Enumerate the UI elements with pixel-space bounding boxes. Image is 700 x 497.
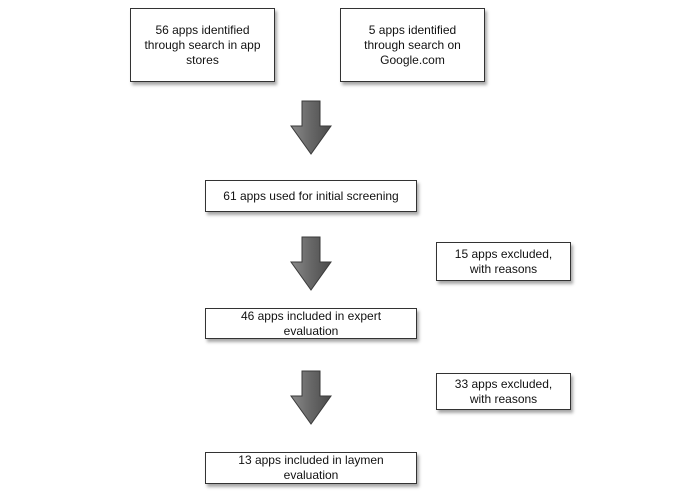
excluded-first-box: 15 apps excluded, with reasons	[436, 242, 571, 281]
source-app-stores-text: 56 apps identified through search in app…	[144, 22, 261, 67]
screening-box: 61 apps used for initial screening	[205, 180, 417, 212]
excluded-first-text: 15 apps excluded, with reasons	[454, 246, 553, 276]
screening-text: 61 apps used for initial screening	[223, 188, 399, 203]
source-google-text: 5 apps identified through search on Goog…	[364, 22, 461, 67]
source-google-box: 5 apps identified through search on Goog…	[340, 8, 485, 82]
expert-evaluation-text: 46 apps included in expert evaluation	[240, 308, 382, 338]
expert-evaluation-box: 46 apps included in expert evaluation	[205, 308, 417, 339]
arrow-down-1	[290, 100, 332, 155]
source-app-stores-box: 56 apps identified through search in app…	[130, 8, 275, 82]
arrow-down-2	[290, 236, 332, 291]
laymen-evaluation-box: 13 apps included in laymen evaluation	[205, 452, 417, 484]
laymen-evaluation-text: 13 apps included in laymen evaluation	[238, 453, 384, 482]
excluded-second-box: 33 apps excluded, with reasons	[436, 373, 571, 410]
arrow-down-3	[290, 370, 332, 425]
excluded-second-text: 33 apps excluded, with reasons	[454, 376, 553, 406]
